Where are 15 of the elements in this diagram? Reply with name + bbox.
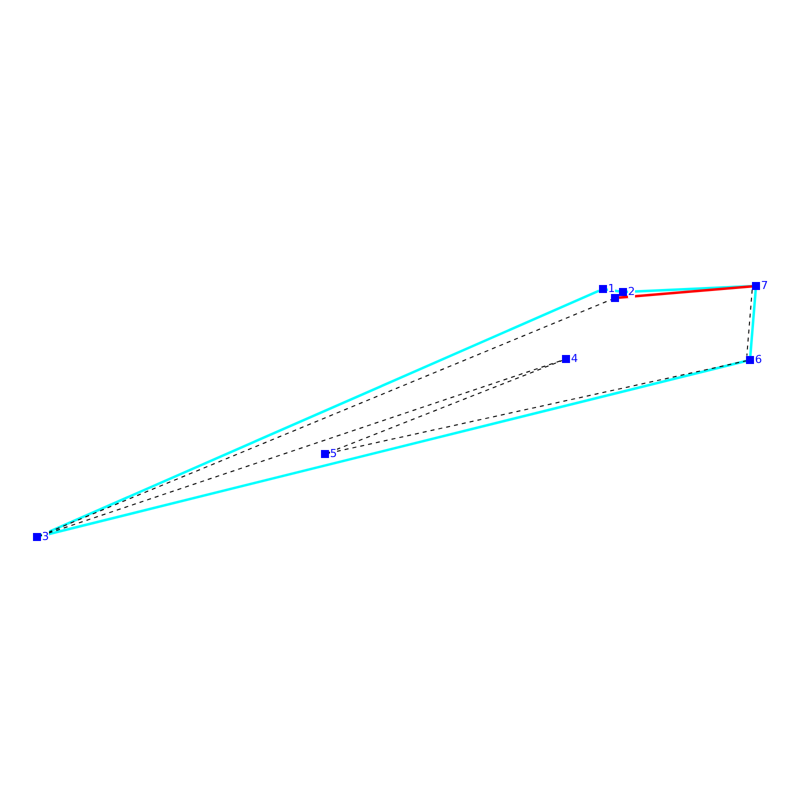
line-segment [40,360,746,538]
point-label: 4 [571,352,578,365]
point-label: 5 [330,447,337,460]
point-label: 1 [608,282,615,295]
dashed-line [328,360,746,454]
dashed-line [40,360,562,536]
point-label: 7 [761,279,768,292]
point-label: 6 [755,353,762,366]
line-segment [618,285,752,299]
point-label: 2 [628,285,635,298]
point-label: 3 [42,530,49,543]
line-segment [749,290,757,356]
dashed-line [328,360,562,453]
dashed-line [746,289,753,356]
line-segment [626,284,752,294]
